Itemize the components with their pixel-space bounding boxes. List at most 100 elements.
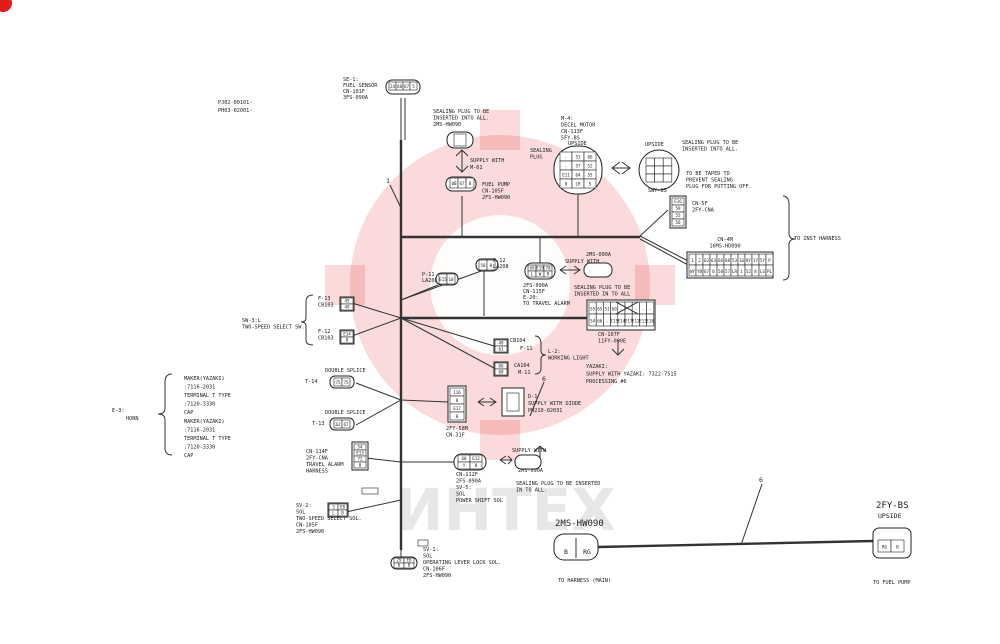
cn107-cross — [615, 301, 639, 315]
label-line: CN-107F — [598, 332, 620, 338]
label-line: WORKING LIGHT — [548, 356, 589, 362]
label-line: P-12 — [493, 258, 506, 264]
label-line: YAZAKI: — [586, 364, 608, 370]
supply-with: SUPPLY WITH — [565, 259, 599, 265]
pin-label: E14 — [343, 331, 351, 336]
label-line: 2FS-090A — [456, 479, 482, 485]
pin-label: LR — [575, 181, 581, 186]
pin-label: E12 — [632, 319, 640, 324]
label-line: TWO-SPEED SELECT SOL. — [296, 516, 362, 522]
label-line: SUPPLY WITH YAZAKI: 7322-7515 — [586, 372, 677, 378]
main-conn-bottom: TO HARNESS (MAIN) — [558, 578, 611, 584]
pin-label: E16 — [646, 319, 654, 324]
pin-label: R — [547, 271, 550, 276]
pin-label: - — [635, 307, 638, 312]
pin-label: E17 — [453, 406, 461, 411]
pin-label: 54 — [590, 319, 596, 324]
label-line: SE-1: — [343, 77, 359, 83]
label-line: CN-106F — [423, 567, 445, 573]
label-line: CN-105F — [482, 189, 504, 195]
pin-label: E15 — [610, 319, 618, 324]
horn-label: E-3: — [112, 408, 125, 414]
pin-label: YB — [697, 269, 703, 274]
label-line: SV-1: — [423, 547, 439, 553]
pin-cell — [340, 303, 354, 311]
pin-cell — [646, 313, 655, 327]
document-codes: PJ02-00101-PH03-02001- — [218, 100, 252, 114]
branch-number: 1 — [386, 177, 390, 185]
horn-sub: HORN — [126, 416, 139, 422]
pin-cell — [583, 178, 597, 189]
pin-label: E8 — [340, 504, 346, 509]
pin-label: - — [565, 154, 568, 159]
diode-core — [506, 392, 520, 412]
pin-cell — [494, 368, 508, 376]
pin-cell — [446, 273, 456, 285]
label-line: CB103 — [318, 336, 334, 342]
label-line: SEALING PLUG TO BE — [433, 109, 489, 115]
label-line: CN-4M — [717, 237, 733, 243]
label-line: LA208 — [422, 278, 438, 284]
pin-label: 72 — [357, 456, 363, 461]
t14-label: T-14 — [305, 379, 318, 385]
label-line: SEALING PLUG TO BE — [574, 285, 630, 291]
pin-cell — [645, 173, 655, 183]
pump-upside: UPSIDE — [878, 512, 902, 520]
pin-label: 54 — [357, 444, 363, 449]
pin-cell — [543, 270, 553, 278]
label-line: 2FY-CNA — [692, 208, 715, 214]
pin-label: 75 — [335, 380, 341, 385]
pin-label: 67 — [459, 181, 465, 186]
label-line: HARNESS — [306, 469, 328, 475]
pin-label: 67 — [404, 84, 410, 89]
label-line: 2FY-CNA — [306, 456, 329, 462]
pin-label: B — [896, 545, 899, 550]
pin-label: 53 — [732, 258, 738, 263]
pin-cell — [662, 173, 673, 183]
swy-label: SWY-8S — [648, 188, 667, 194]
pin-label: L — [531, 271, 534, 276]
ca104-label: CA104 — [514, 363, 530, 369]
pin-label: 16 — [739, 258, 745, 263]
pin-label: 68 — [498, 369, 504, 374]
pin-label: 68 — [725, 258, 731, 263]
pin-label: 1Y — [753, 258, 759, 263]
label-line: PROCESSING #6 — [586, 379, 627, 385]
pin-label: 45 — [344, 298, 350, 303]
label-line: SV-5: — [456, 485, 472, 491]
sv1-tag — [417, 539, 429, 547]
splice-label: DOUBLE SPLICE — [325, 410, 366, 416]
pin-label: 5 — [412, 84, 415, 89]
label-line: SEALING PLUG TO BE — [682, 140, 738, 146]
label-line: 2FS-090A — [523, 283, 549, 289]
pin-label: 67 — [704, 269, 710, 274]
branch-number: 6 — [759, 476, 763, 484]
pin-label: 0B — [451, 181, 457, 186]
pin-label: W — [539, 271, 542, 276]
pin-label: 24 — [390, 84, 396, 89]
inst-harness-label: TO INST HARNESS — [794, 236, 841, 242]
plug-label: 2MS-090A — [518, 468, 544, 474]
label-line: TERMINAL T TYPE — [184, 436, 231, 442]
label-line: POWER SHIFT SOL — [456, 498, 503, 504]
cb104-label: CB104 — [510, 338, 526, 344]
pin-cell — [671, 218, 685, 227]
pin-label: 8 — [408, 563, 411, 568]
pin-label: - — [606, 319, 609, 324]
pin-label: 65 — [597, 307, 603, 312]
pin-label: 66 — [498, 363, 504, 368]
pin-label: 67 — [343, 422, 349, 427]
f11-label: F-11 — [520, 346, 533, 352]
pin-label: 62 — [704, 258, 710, 263]
label-line: CN-113F — [561, 129, 583, 135]
